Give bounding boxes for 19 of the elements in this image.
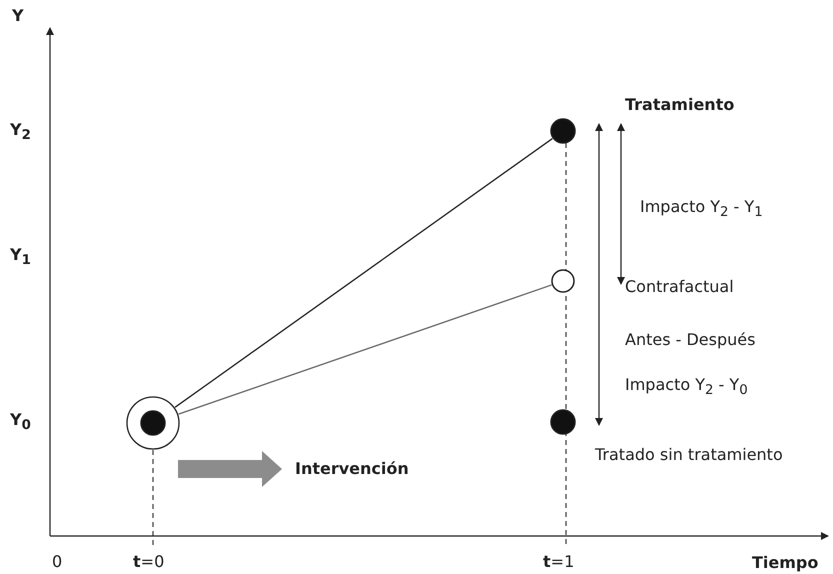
axis-tick-label: Y$_{1}$ [10, 245, 31, 270]
trend-line [174, 138, 553, 408]
axis-title: Y [12, 6, 24, 26]
dimension-label: Impacto Y$_{2}$ - Y$_{1}$ [640, 197, 763, 222]
point-label: Tratamiento [625, 95, 734, 115]
axis-tick-label: 0 [52, 552, 62, 572]
dimension-label: Impacto Y$_{2}$ - Y$_{0}$ [625, 375, 748, 400]
dimension-arrow [617, 123, 625, 285]
arrow-label: Intervención [295, 459, 409, 479]
point-label: Contrafactual [625, 277, 734, 297]
axis-title: Tiempo [752, 553, 818, 573]
dimension-arrow [595, 123, 603, 426]
axis-tick-label: t=1 [543, 552, 574, 572]
point-label: Tratado sin tratamiento [595, 445, 783, 465]
trend-line [178, 284, 552, 415]
dimension-label: Antes - Después [625, 330, 756, 350]
axis-tick-label: Y$_{0}$ [10, 410, 31, 436]
axis-tick-label: Y$_{2}$ [10, 120, 31, 146]
axis-tick-label: t=0 [133, 552, 164, 572]
